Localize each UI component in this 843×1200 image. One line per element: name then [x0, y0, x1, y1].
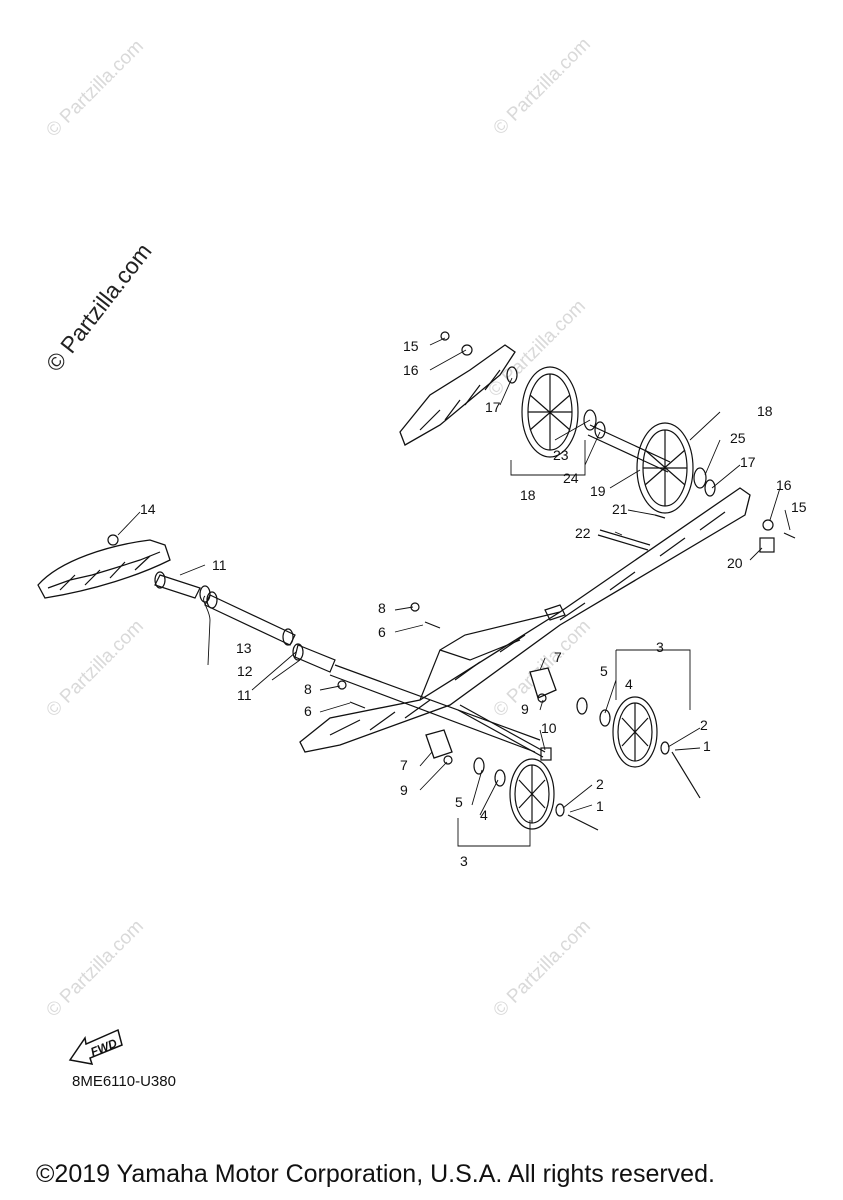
- callout-16: 16: [403, 362, 419, 378]
- fwd-arrow-icon: FWD: [68, 1028, 123, 1065]
- callout-5: 5: [600, 663, 608, 679]
- callout-17: 17: [485, 399, 501, 415]
- callout-6: 6: [304, 703, 312, 719]
- bushing: [282, 628, 294, 646]
- callout-8: 8: [378, 600, 386, 616]
- callout-22: 22: [575, 525, 591, 541]
- callout-9: 9: [400, 782, 408, 798]
- callout-15: 15: [791, 499, 807, 515]
- fasteners: [107, 331, 796, 765]
- copyright-notice: ©2019 Yamaha Motor Corporation, U.S.A. A…: [36, 1160, 715, 1188]
- callout-6: 6: [378, 624, 386, 640]
- callout-4: 4: [625, 676, 633, 692]
- pivot-bolt: [457, 704, 546, 758]
- callout-16: 16: [776, 477, 792, 493]
- lower-wheel-left: [473, 757, 599, 831]
- wheel-axle: [587, 424, 671, 473]
- nut: [540, 747, 552, 761]
- callout-labels: 15 16 17 23 24 18 19 18 25 17 16 15 21 2…: [140, 338, 807, 869]
- callout-10: 10: [541, 720, 557, 736]
- callout-25: 25: [730, 430, 746, 446]
- callout-23: 23: [553, 447, 569, 463]
- callout-15: 15: [403, 338, 419, 354]
- callout-8: 8: [304, 681, 312, 697]
- callout-3: 3: [656, 639, 664, 655]
- lower-wheel-right: [576, 696, 701, 799]
- callout-9: 9: [521, 701, 529, 717]
- callout-7: 7: [400, 757, 408, 773]
- bushing: [199, 585, 211, 603]
- callout-19: 19: [590, 483, 606, 499]
- upper-rail: [399, 344, 516, 446]
- callout-2: 2: [700, 717, 708, 733]
- callout-21: 21: [612, 501, 628, 517]
- callout-1: 1: [596, 798, 604, 814]
- callout-24: 24: [563, 470, 579, 486]
- callout-4: 4: [480, 807, 488, 823]
- callout-5: 5: [455, 794, 463, 810]
- callout-11: 11: [212, 557, 227, 573]
- grease-nipple: [654, 514, 666, 519]
- spacer-block: [425, 729, 453, 759]
- callout-14: 14: [140, 501, 156, 517]
- leader-lines: [117, 337, 791, 847]
- callout-18: 18: [520, 487, 536, 503]
- callout-1: 1: [703, 738, 711, 754]
- upper-wheel-left: [506, 366, 606, 458]
- spring-pin: [597, 529, 651, 551]
- callout-17: 17: [740, 454, 756, 470]
- callout-7: 7: [554, 649, 562, 665]
- callout-11: 11: [237, 687, 252, 703]
- cross-shaft: [154, 571, 541, 753]
- callout-12: 12: [237, 663, 253, 679]
- callout-3: 3: [460, 853, 468, 869]
- callout-13: 13: [236, 640, 252, 656]
- diagram-code: 8ME6110-U380: [72, 1073, 176, 1090]
- callout-20: 20: [727, 555, 743, 571]
- spacer-block: [529, 667, 557, 699]
- fwd-label: FWD: [88, 1036, 119, 1059]
- left-rail: [37, 539, 171, 599]
- callout-18: 18: [757, 403, 773, 419]
- callout-2: 2: [596, 776, 604, 792]
- upper-wheel-right: [636, 422, 716, 514]
